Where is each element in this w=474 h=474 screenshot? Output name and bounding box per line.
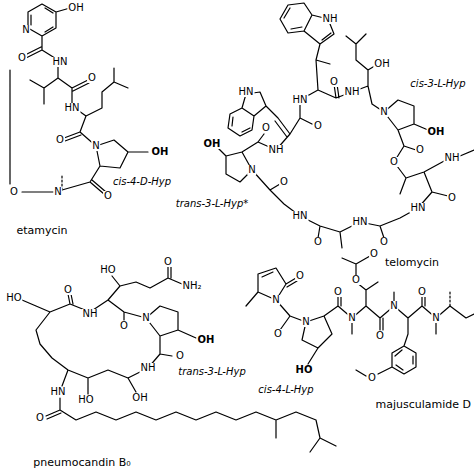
atom-label: O xyxy=(103,191,113,201)
atom-label: O xyxy=(369,249,379,259)
atom-label: HN xyxy=(50,387,67,397)
atom-label: O xyxy=(35,413,45,423)
atom-label: N xyxy=(271,295,280,305)
atom-label: O xyxy=(417,287,427,297)
compound-name: majusculamide D xyxy=(374,399,472,410)
atom-label: N xyxy=(431,313,440,323)
atom-label: O xyxy=(261,123,271,133)
atom-label: O xyxy=(333,287,343,297)
atom-label: O xyxy=(379,237,389,247)
atom-label: O xyxy=(119,321,129,331)
atom-label: HO xyxy=(5,293,22,303)
atom-label: NH xyxy=(140,363,157,373)
atom-label: O xyxy=(375,331,385,341)
hydroxyl-label: OH xyxy=(203,139,222,149)
atom-label: N xyxy=(347,313,356,323)
atom-label: N xyxy=(301,317,310,327)
atom-label: O xyxy=(415,145,425,155)
residue-label: cis-3-L-Hyp xyxy=(409,79,466,89)
atom-label: NH xyxy=(268,145,285,155)
atom-label: O xyxy=(273,329,283,339)
atom-label: N xyxy=(91,141,100,151)
bond-lines xyxy=(218,3,474,248)
atom-label: O xyxy=(55,135,65,145)
atom-label: NH xyxy=(82,309,99,319)
atom-label: O xyxy=(313,237,323,247)
atom-label: N xyxy=(21,25,30,35)
atom-label: O xyxy=(313,121,323,131)
atom-label: O xyxy=(87,73,97,83)
atom-label: OH xyxy=(67,3,84,13)
atom-label: HO xyxy=(77,395,94,405)
atom-label: O xyxy=(63,285,73,295)
atom-label: O xyxy=(367,373,377,383)
atom-label: HN xyxy=(352,217,369,227)
atom-label: HN xyxy=(64,103,81,113)
residue-label: trans-3-L-Hyp* xyxy=(175,199,249,209)
compound-name: etamycin xyxy=(15,225,68,236)
bond-lines xyxy=(246,256,474,376)
atom-label: HO xyxy=(99,265,116,275)
bond-lines xyxy=(22,266,336,452)
atom-label: N xyxy=(141,313,150,323)
residue-label: cis-4-L-Hyp xyxy=(257,385,314,395)
atom-label: NH xyxy=(444,153,461,163)
atom-label: OH xyxy=(131,393,148,403)
atom-label: HN xyxy=(238,87,255,97)
atom-label: NH xyxy=(344,87,361,97)
atom-label: O xyxy=(329,77,339,87)
atom-label: O xyxy=(17,53,27,63)
atom-label: O xyxy=(447,193,457,203)
atom-label: N xyxy=(389,301,398,311)
atom-label: O xyxy=(295,271,305,281)
atom-label: N xyxy=(379,107,388,117)
atom-label: HN xyxy=(52,57,69,67)
atom-label: N xyxy=(53,187,62,197)
hydroxyl-label: HO xyxy=(295,365,314,375)
compound-name: pneumocandin B₀ xyxy=(32,457,131,468)
bond-lines xyxy=(10,4,148,194)
stereo-bond xyxy=(449,292,450,306)
atom-label: NH xyxy=(322,14,339,24)
atom-label: HN xyxy=(410,203,427,213)
atom-label: O xyxy=(351,275,361,285)
hydroxyl-label: OH xyxy=(151,147,170,157)
atom-label: O xyxy=(163,257,173,267)
atom-label: O xyxy=(9,187,19,197)
atom-label: HN xyxy=(292,211,309,221)
atom-label: O xyxy=(175,351,185,361)
atom-label: N xyxy=(247,165,256,175)
atom-label: NH₂ xyxy=(181,281,202,291)
compound-name: telomycin xyxy=(384,257,440,268)
residue-label: trans-3-L-Hyp xyxy=(177,367,246,377)
residue-label: cis-4-D-Hyp xyxy=(112,177,172,187)
atom-label: HN xyxy=(292,95,309,105)
hydroxyl-label: OH xyxy=(197,335,216,345)
hydroxyl-label: OH xyxy=(427,127,446,137)
atom-label: O xyxy=(389,157,399,167)
atom-label: O xyxy=(279,177,289,187)
atom-label: OH xyxy=(373,59,390,69)
